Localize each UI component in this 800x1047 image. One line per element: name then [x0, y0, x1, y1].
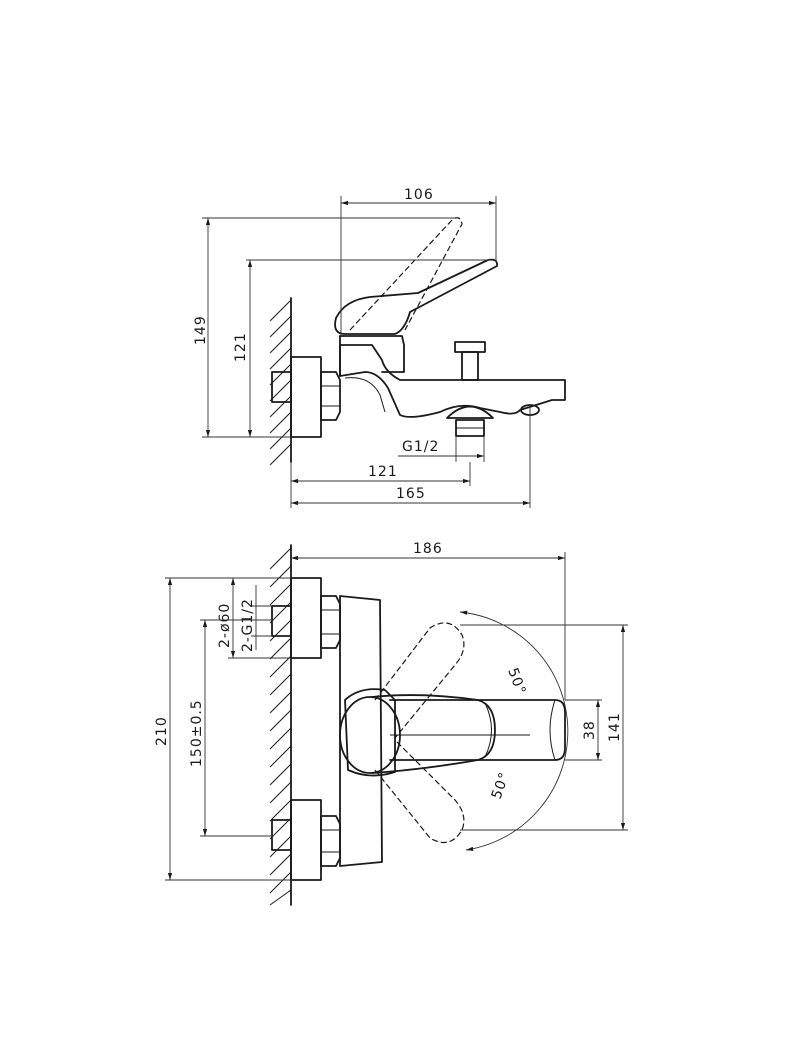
dim-210: 210 [154, 716, 170, 746]
dim-121-horizontal: 121 [368, 464, 398, 480]
front-view: 50° 50° 186 2-ø60 2-G1/2 210 150±0.5 38 [154, 541, 628, 905]
rotation-arc [460, 612, 568, 850]
lever-raised-dashed [350, 218, 462, 330]
escutcheon-top [291, 357, 321, 437]
nut-top [321, 372, 340, 420]
wall-pipe-top [272, 372, 291, 402]
lower-connection [272, 800, 340, 880]
cartridge-front [345, 689, 395, 775]
side-view: 106 149 121 G1/2 121 165 [193, 187, 565, 508]
upper-connection [272, 578, 340, 658]
lever-rotated-upper [375, 623, 464, 738]
dim-165: 165 [396, 486, 426, 502]
diverter-knob-top [455, 342, 485, 380]
dim-pipe-thread: 2-G1/2 [240, 598, 256, 652]
dim-spacing-150: 150±0.5 [189, 699, 205, 767]
dim-106: 106 [404, 187, 434, 203]
dim-141: 141 [607, 712, 623, 742]
spout-front [390, 700, 565, 760]
dim-186: 186 [413, 541, 443, 557]
angle-lower-50: 50° [489, 770, 514, 802]
lever-handle-top [335, 260, 497, 334]
lever-rotated-lower [375, 740, 464, 843]
wall-hatch-top [270, 298, 291, 465]
shower-outlet-top [447, 407, 493, 437]
dim-thread-g12: G1/2 [402, 439, 439, 455]
wall-hatch-front [270, 545, 291, 905]
dim-pipe-diameter: 2-ø60 [217, 603, 233, 648]
dim-38: 38 [582, 720, 598, 740]
dim-149: 149 [193, 315, 209, 345]
mixer-body-top [340, 345, 565, 417]
dim-121-vertical: 121 [233, 332, 249, 362]
angle-upper-50: 50° [504, 666, 529, 698]
